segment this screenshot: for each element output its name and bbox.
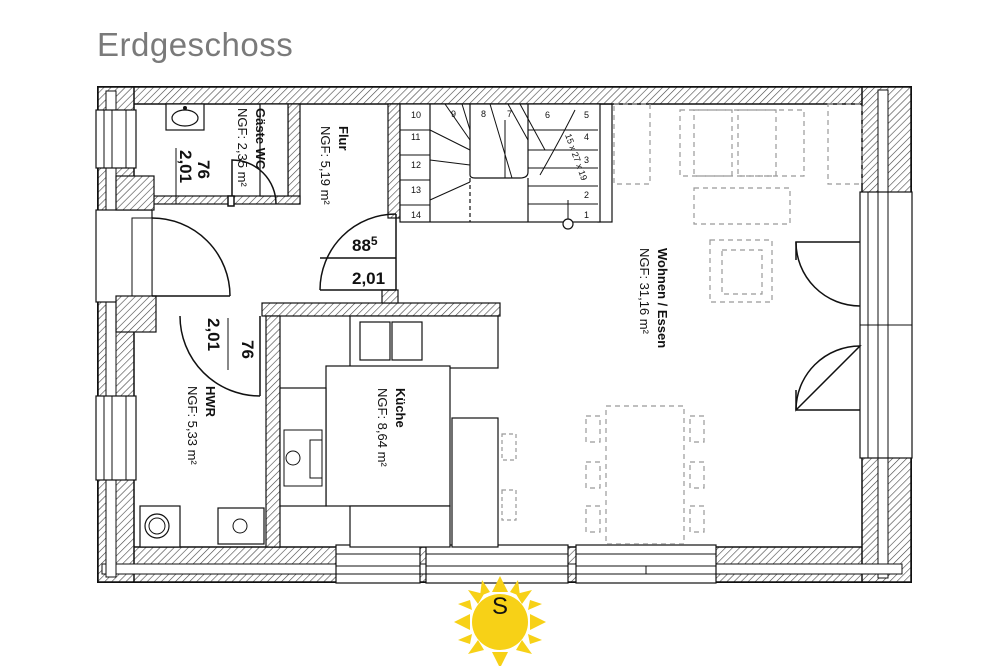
room-labels: Gäste WC NGF: 2,35 m² Flur NGF: 5,19 m² … bbox=[185, 108, 670, 467]
wc-door-width: 76 bbox=[194, 160, 213, 179]
step-number: 1 bbox=[584, 210, 589, 220]
room-area-flur: NGF: 5,19 m² bbox=[318, 126, 333, 205]
flur-door-width-main: 88 bbox=[352, 236, 371, 255]
step-number: 6 bbox=[545, 110, 550, 120]
step-number: 9 bbox=[451, 109, 456, 119]
windows bbox=[95, 109, 913, 584]
hwr-door-width: 76 bbox=[238, 340, 257, 359]
room-name-wohnen-essen: Wohnen / Essen bbox=[655, 248, 670, 348]
furniture bbox=[139, 103, 863, 548]
room-name-kueche: Küche bbox=[393, 388, 408, 428]
wc-door-height: 2,01 bbox=[176, 150, 195, 183]
staircase: 10 11 12 13 14 9 8 7 6 4 3 2 1 5 15 x 27… bbox=[399, 103, 601, 230]
floor-plan-title: Erdgeschoss bbox=[97, 26, 294, 63]
flur-door-height: 2,01 bbox=[352, 269, 385, 288]
room-area-kueche: NGF: 8,64 m² bbox=[375, 388, 390, 467]
step-number: 5 bbox=[584, 110, 589, 120]
step-number: 13 bbox=[411, 185, 421, 195]
room-area-hwr: NGF: 5,33 m² bbox=[185, 386, 200, 465]
step-number: 10 bbox=[411, 110, 421, 120]
flur-door-width-sup: 5 bbox=[371, 234, 378, 248]
door-dimensions: 76 2,01 885 2,01 76 2,01 bbox=[175, 148, 385, 370]
room-name-gaeste-wc: Gäste WC bbox=[253, 108, 268, 170]
flur-door-width: 885 bbox=[352, 234, 378, 255]
interior-walls bbox=[115, 103, 613, 548]
step-number: 2 bbox=[584, 190, 589, 200]
step-number: 11 bbox=[411, 132, 420, 142]
room-area-wohnen-essen: NGF: 31,16 m² bbox=[637, 248, 652, 335]
room-name-hwr: HWR bbox=[203, 386, 218, 418]
step-number: 7 bbox=[507, 109, 512, 119]
room-area-gaeste-wc: NGF: 2,35 m² bbox=[235, 108, 250, 187]
doors bbox=[151, 159, 862, 412]
step-number: 14 bbox=[411, 210, 421, 220]
step-number: 4 bbox=[584, 132, 589, 142]
compass-south-label: S bbox=[492, 593, 508, 620]
step-number: 12 bbox=[411, 160, 421, 170]
hwr-door-height: 2,01 bbox=[204, 318, 223, 351]
step-number: 8 bbox=[481, 109, 486, 119]
sun-compass: S bbox=[454, 576, 546, 666]
step-number: 3 bbox=[584, 155, 589, 165]
room-name-flur: Flur bbox=[336, 126, 351, 151]
sun-icon bbox=[454, 576, 546, 666]
